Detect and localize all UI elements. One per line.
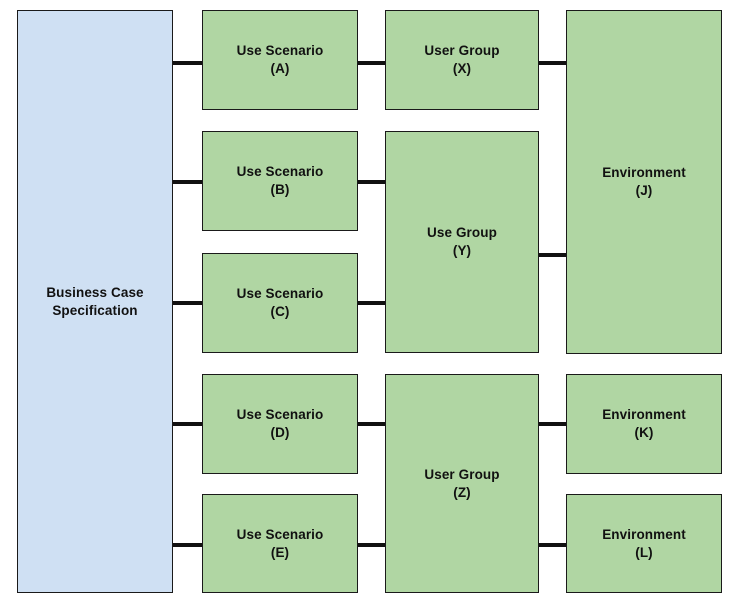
- node-business-case-specification[interactable]: Business Case Specification: [17, 10, 173, 593]
- node-label-environment-l: Environment (L): [602, 526, 686, 560]
- node-label-use-scenario-e: Use Scenario (E): [236, 526, 324, 560]
- connector-bcs-to-use-scenario-c: [171, 301, 204, 305]
- node-user-group-x[interactable]: User Group (X): [385, 10, 539, 110]
- node-use-scenario-b[interactable]: Use Scenario (B): [202, 131, 358, 231]
- node-use-scenario-c[interactable]: Use Scenario (C): [202, 253, 358, 353]
- connector-use-group-y-to-environment-j: [537, 253, 568, 257]
- node-label-environment-k: Environment (K): [602, 407, 686, 440]
- node-label-business-case-specification: Business Case Specification: [46, 284, 144, 318]
- connector-use-scenario-e-to-user-group-z: [356, 543, 387, 547]
- node-user-group-z[interactable]: User Group (Z): [385, 374, 539, 593]
- node-use-scenario-e[interactable]: Use Scenario (E): [202, 494, 358, 593]
- node-environment-k[interactable]: Environment (K): [566, 374, 722, 474]
- connector-use-scenario-b-to-use-group-y: [356, 180, 387, 184]
- node-label-use-scenario-d: Use Scenario (D): [236, 407, 324, 440]
- connector-bcs-to-use-scenario-b: [171, 180, 204, 184]
- node-label-use-scenario-c: Use Scenario (C): [236, 286, 324, 319]
- node-use-group-y[interactable]: Use Group (Y): [385, 131, 539, 353]
- connector-user-group-z-to-environment-l: [537, 543, 568, 547]
- node-label-user-group-z: User Group (Z): [424, 466, 500, 500]
- connector-bcs-to-use-scenario-d: [171, 422, 204, 426]
- node-label-use-group-y: Use Group (Y): [427, 225, 497, 258]
- node-label-use-scenario-a: Use Scenario (A): [236, 43, 324, 76]
- node-environment-j[interactable]: Environment (J): [566, 10, 722, 354]
- node-label-use-scenario-b: Use Scenario (B): [236, 164, 324, 197]
- connector-use-scenario-a-to-user-group-x: [356, 61, 387, 65]
- connector-use-scenario-d-to-user-group-z: [356, 422, 387, 426]
- node-label-user-group-x: User Group (X): [424, 43, 500, 76]
- connector-use-scenario-c-to-use-group-y: [356, 301, 387, 305]
- node-use-scenario-a[interactable]: Use Scenario (A): [202, 10, 358, 110]
- node-use-scenario-d[interactable]: Use Scenario (D): [202, 374, 358, 474]
- node-label-environment-j: Environment (J): [602, 165, 686, 198]
- connector-bcs-to-use-scenario-e: [171, 543, 204, 547]
- connector-user-group-z-to-environment-k: [537, 422, 568, 426]
- connector-bcs-to-use-scenario-a: [171, 61, 204, 65]
- connector-user-group-x-to-environment-j: [537, 61, 568, 65]
- node-environment-l[interactable]: Environment (L): [566, 494, 722, 593]
